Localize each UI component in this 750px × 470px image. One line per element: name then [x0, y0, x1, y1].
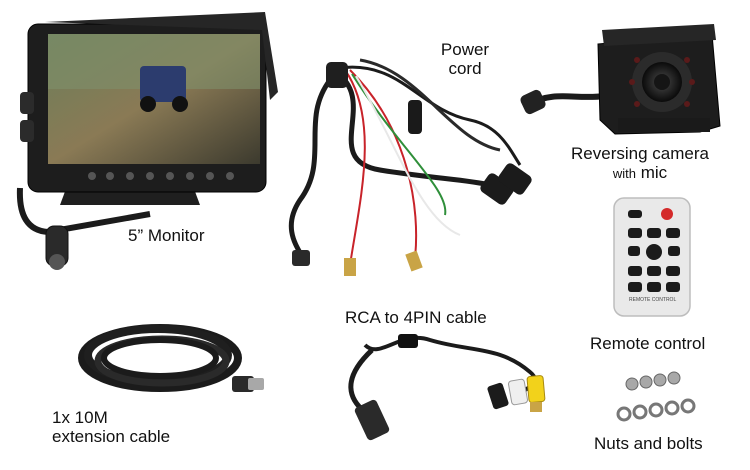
rca-cable-label: RCA to 4PIN cable: [345, 308, 487, 327]
remote-control-device: [613, 197, 691, 317]
power-cord-label: Power cord: [430, 40, 500, 78]
camera-label-line1: Reversing camera: [571, 144, 709, 163]
power-cord-label-line1: Power: [440, 40, 490, 59]
reversing-camera-device: [520, 24, 721, 135]
remote-label: Remote control: [590, 334, 706, 353]
extension-cable-label-line1: 1x 10M: [52, 408, 108, 427]
power-cord-label-line2: cord: [448, 59, 482, 78]
extension-cable-device: [78, 324, 264, 392]
extension-cable-label-line2: extension cable: [52, 427, 171, 446]
nuts-bolts-label: Nuts and bolts: [594, 434, 703, 453]
monitor-device: [16, 12, 278, 270]
remote-printed-text: REMOTE CONTROL: [629, 297, 677, 303]
extension-cable-label: 1x 10M extension cable: [52, 408, 170, 446]
camera-label: Reversing camera with mic: [560, 144, 720, 183]
camera-label-mic: mic: [640, 163, 668, 182]
rca-cable-device: [348, 334, 546, 441]
nuts-bolts-device: [616, 371, 696, 422]
camera-label-line2: with mic: [560, 163, 720, 183]
camera-label-with: with: [612, 166, 636, 181]
power-cord-device: [288, 58, 532, 276]
monitor-label: 5” Monitor: [128, 226, 205, 245]
